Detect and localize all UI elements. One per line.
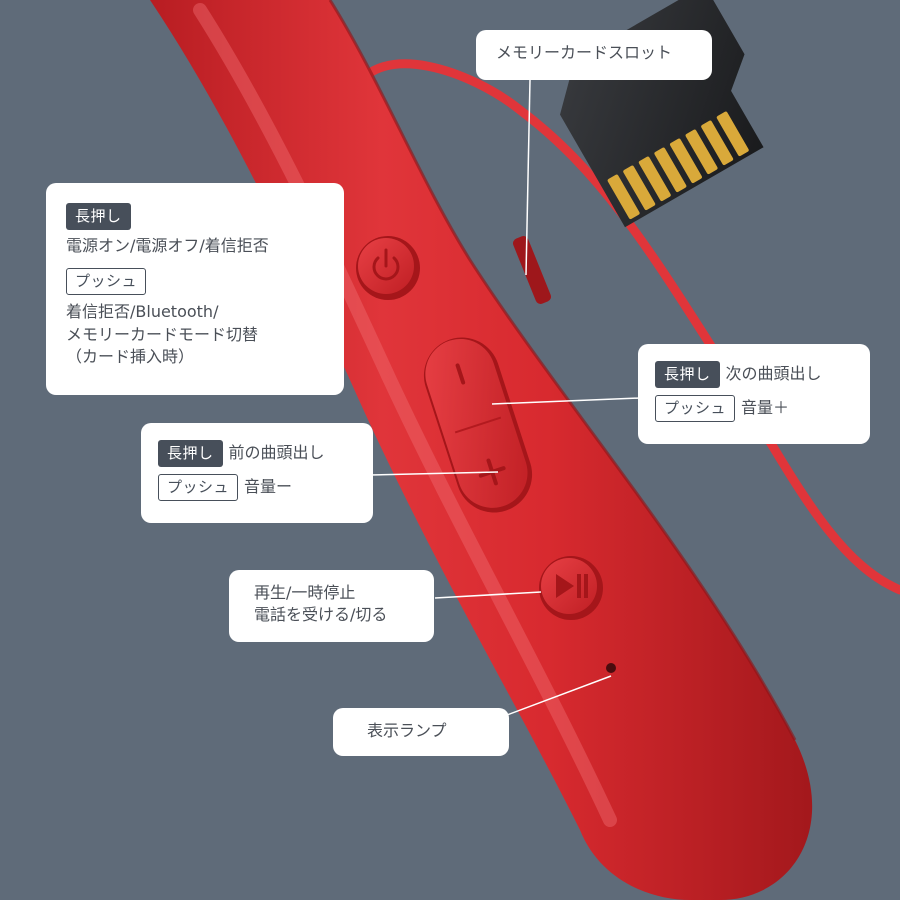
memory-card-slot-label: メモリーカードスロット (496, 43, 673, 62)
volume-up-callout: 長押し次の曲頭出し プッシュ音量＋ (638, 344, 870, 444)
long-press-tag: 長押し (655, 361, 720, 388)
cable (350, 59, 900, 595)
memory-card-slot (512, 236, 552, 304)
power-button (356, 236, 420, 300)
indicator-lamp-callout: 表示ランプ (333, 708, 509, 756)
play-pause-button (539, 556, 603, 620)
volume-up-push-action: 音量＋ (741, 398, 790, 418)
push-tag: プッシュ (655, 395, 736, 422)
led-icon (606, 663, 616, 673)
volume-down-push-action: 音量ー (244, 477, 293, 497)
volume-down-callout: 長押し前の曲頭出し プッシュ音量ー (141, 423, 373, 523)
power-push-action-line1: 着信拒否/Bluetooth/ (66, 302, 219, 322)
long-press-tag: 長押し (158, 440, 223, 467)
volume-up-long-press-action: 次の曲頭出し (725, 364, 822, 384)
memory-card-slot-callout: メモリーカードスロット (476, 30, 712, 80)
power-icon (372, 248, 400, 281)
push-tag: プッシュ (158, 474, 239, 501)
volume-down-long-press-action: 前の曲頭出し (228, 443, 325, 463)
play-button-callout: 再生/一時停止 電話を受ける/切る (229, 570, 434, 642)
play-pause-icon (556, 574, 588, 598)
push-tag: プッシュ (66, 268, 147, 296)
indicator-lamp-label: 表示ランプ (367, 721, 447, 740)
play-button-line1: 再生/一時停止 (254, 583, 356, 602)
minus-icon (455, 363, 466, 385)
power-push-action-line3: （カード挿入時） (66, 347, 195, 367)
power-long-press-action: 電源オン/電源オフ/着信拒否 (66, 236, 269, 255)
long-press-tag: 長押し (66, 203, 131, 230)
play-button-line2: 電話を受ける/切る (254, 605, 388, 625)
power-button-callout: 長押し 電源オン/電源オフ/着信拒否 プッシュ 着信拒否/Bluetooth/ … (46, 183, 344, 395)
power-push-action-line2: メモリーカードモード切替 (66, 324, 259, 344)
